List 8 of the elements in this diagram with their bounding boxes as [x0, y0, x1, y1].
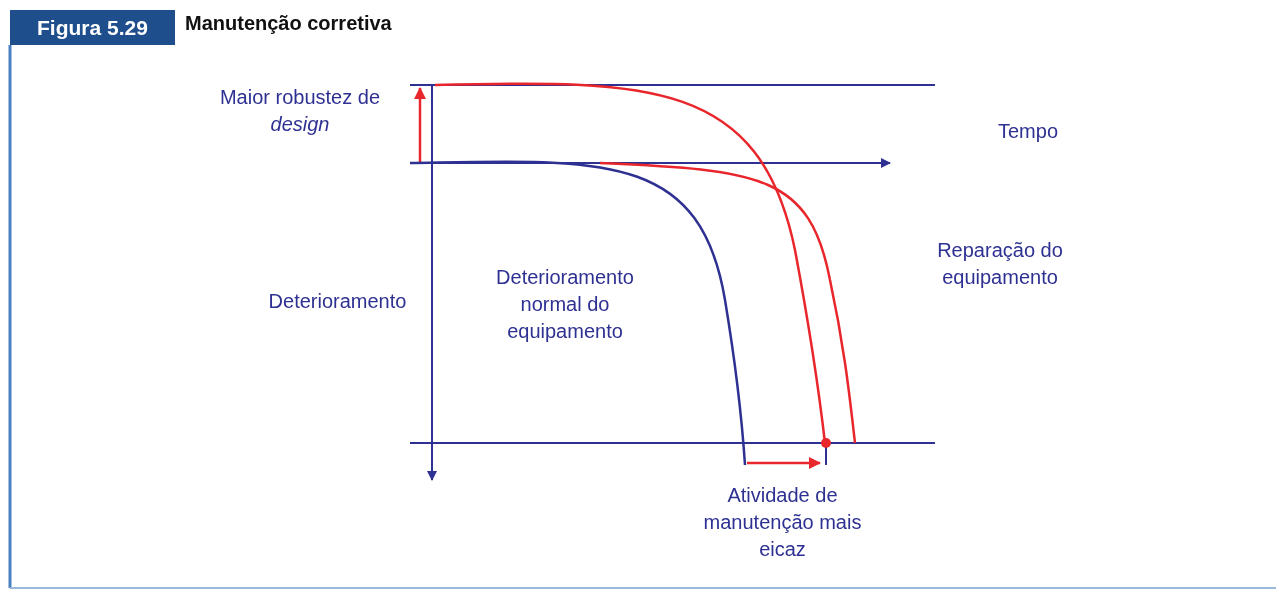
figure-title: Manutenção corretiva [185, 12, 392, 35]
axis-label: Maior robustez de design [218, 85, 382, 137]
axis-label: Tempo [997, 119, 1059, 144]
annotation-text: Atividade de manutenção mais eicaz [702, 483, 863, 562]
axis-label: Deterioramento [267, 289, 408, 314]
curve-label: Reparação do equipamento [936, 238, 1064, 290]
figure-number: Figura 5.29 [10, 10, 175, 45]
curve-label: Deterioramento normal do equipamento [495, 265, 635, 344]
